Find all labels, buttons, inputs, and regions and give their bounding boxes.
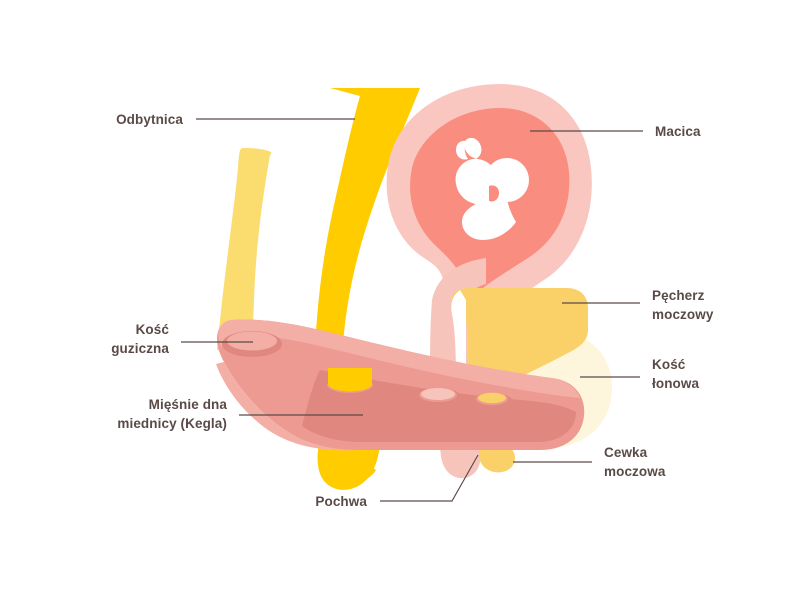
label-cewka-moczowa-line1: Cewka bbox=[604, 445, 648, 460]
label-pecherz-moczowy-line2: moczowy bbox=[652, 307, 714, 322]
leader-line-vagina bbox=[380, 454, 479, 502]
spacer-gap bbox=[252, 150, 276, 350]
label-kosc-guziczna-line2: guziczna bbox=[111, 341, 169, 356]
organ-fetus bbox=[455, 137, 529, 240]
labels-group: Odbytnica Macica Pęcherz moczowy Kość ło… bbox=[111, 112, 714, 509]
label-pochwa[interactable]: Pochwa bbox=[315, 494, 367, 509]
organ-pelvic-floor bbox=[216, 319, 585, 451]
label-cewka-moczowa[interactable]: Cewka moczowa bbox=[604, 445, 666, 479]
label-kosc-guziczna[interactable]: Kość guziczna bbox=[111, 322, 169, 356]
label-cewka-moczowa-line2: moczowa bbox=[604, 464, 666, 479]
label-odbytnica[interactable]: Odbytnica bbox=[116, 112, 183, 127]
label-pecherz-moczowy[interactable]: Pęcherz moczowy bbox=[652, 288, 714, 322]
label-macica[interactable]: Macica bbox=[655, 124, 701, 139]
label-miesnie-dna-miednicy[interactable]: Mięśnie dna miednicy (Kegla) bbox=[117, 397, 227, 431]
label-pecherz-moczowy-line1: Pęcherz bbox=[652, 288, 705, 303]
organ-coccyx bbox=[217, 148, 277, 350]
label-kosc-lonowa-line1: Kość bbox=[652, 357, 686, 372]
leader-lines bbox=[181, 118, 643, 502]
label-kosc-lonowa[interactable]: Kość łonowa bbox=[652, 357, 699, 391]
label-miesnie-dna-miednicy-line1: Mięśnie dna bbox=[149, 397, 228, 412]
label-kosc-guziczna-line1: Kość bbox=[136, 322, 170, 337]
label-miesnie-dna-miednicy-line2: miednicy (Kegla) bbox=[117, 416, 227, 431]
label-kosc-lonowa-line2: łonowa bbox=[652, 376, 699, 391]
